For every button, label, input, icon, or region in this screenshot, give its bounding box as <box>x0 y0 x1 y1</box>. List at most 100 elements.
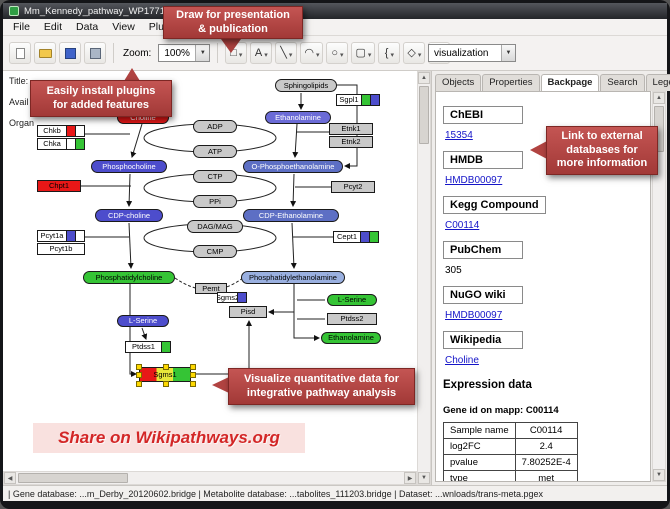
selection-handle[interactable] <box>190 372 196 378</box>
vscroll-thumb[interactable] <box>419 86 429 144</box>
menu-view[interactable]: View <box>112 21 135 33</box>
scroll-left-icon[interactable]: ◀ <box>4 472 16 484</box>
callout-link-text: Link to external databases for more info… <box>556 129 648 170</box>
selection-handle[interactable] <box>163 381 169 387</box>
label-tool-button[interactable]: A <box>250 42 273 64</box>
arc-tool-button[interactable]: ◠ <box>300 42 324 64</box>
node-chka[interactable]: Chka <box>37 138 85 150</box>
node-ctp[interactable]: CTP <box>193 170 237 183</box>
selection-handle[interactable] <box>136 381 142 387</box>
selection-handle[interactable] <box>190 364 196 370</box>
export-button[interactable] <box>84 42 106 64</box>
chevron-down-icon[interactable] <box>368 44 372 62</box>
node-pisd[interactable]: Pisd <box>229 306 267 318</box>
selection-handle[interactable] <box>136 364 142 370</box>
chevron-down-icon[interactable] <box>390 44 394 62</box>
backpage-value-wikipedia[interactable]: Choline <box>445 355 479 366</box>
new-file-button[interactable] <box>9 42 31 64</box>
node-l-serine-left[interactable]: L-Serine <box>117 315 169 327</box>
chevron-down-icon[interactable] <box>195 45 210 61</box>
node-pcyt1a[interactable]: Pcyt1a <box>37 230 85 242</box>
node-cept1[interactable]: Cept1 <box>333 231 379 243</box>
panel-vscrollbar[interactable]: ▲ ▼ <box>652 91 666 482</box>
node-phosphatidylethanolamine[interactable]: Phosphatidylethanolamine <box>241 271 345 284</box>
line-tool-button[interactable]: ╲ <box>275 42 298 64</box>
selection-handle[interactable] <box>163 364 169 370</box>
scroll-up-icon[interactable]: ▲ <box>653 92 665 104</box>
node-cdp-ethanolamine[interactable]: CDP-Ethanolamine <box>243 209 339 222</box>
node-atp[interactable]: ATP <box>193 145 237 158</box>
chevron-down-icon[interactable] <box>289 44 293 62</box>
node-adp[interactable]: ADP <box>193 120 237 133</box>
template-tool-button[interactable]: ◇ <box>403 42 426 64</box>
scroll-down-icon[interactable]: ▼ <box>418 472 430 484</box>
save-file-button[interactable] <box>59 42 81 64</box>
scroll-right-icon[interactable]: ▶ <box>404 472 416 484</box>
brace-tool-button[interactable]: { <box>378 42 401 64</box>
node-cmp[interactable]: CMP <box>193 245 237 258</box>
chevron-down-icon[interactable] <box>264 44 268 62</box>
canvas-vscrollbar[interactable]: ▲ ▼ <box>417 71 431 485</box>
node-label: Sgms1 <box>153 369 177 379</box>
node-dag-mag[interactable]: DAG/MAG <box>187 220 243 233</box>
node-ethanolamine-bottom[interactable]: Ethanolamine <box>321 332 381 344</box>
node-cdp-choline[interactable]: CDP-choline <box>95 209 163 222</box>
node-sphingolipids[interactable]: Sphingolipids <box>275 79 337 92</box>
backpage-value-hmdb[interactable]: HMDB00097 <box>445 175 503 186</box>
tab-legend[interactable]: Legend <box>645 74 670 91</box>
chevron-down-icon[interactable] <box>418 44 422 62</box>
node-ptdss2[interactable]: Ptdss2 <box>327 313 377 325</box>
template-tool-icon: ◇ <box>407 46 416 59</box>
rect-tool-button[interactable]: ▢ <box>351 42 376 64</box>
hscroll-thumb[interactable] <box>18 473 128 483</box>
node-pcyt1b[interactable]: Pcyt1b <box>37 243 85 255</box>
selection-handle[interactable] <box>136 372 142 378</box>
node-sgpl1[interactable]: Sgpl1 <box>336 94 380 106</box>
canvas-side-label: Title: <box>9 76 29 86</box>
node-ethanolamine-top[interactable]: Ethanolamine <box>265 111 331 124</box>
chevron-down-icon[interactable] <box>316 44 320 62</box>
visualization-select[interactable]: visualization <box>428 44 516 62</box>
menu-edit[interactable]: Edit <box>43 21 63 33</box>
callout-visualize-text: Visualize quantitative data for integrat… <box>243 372 400 399</box>
open-file-button[interactable] <box>34 42 56 64</box>
node-label: Sgms2 <box>218 293 237 302</box>
node-chkb[interactable]: Chkb <box>37 125 85 137</box>
node-pcyt2[interactable]: Pcyt2 <box>331 181 375 193</box>
node-chpt1[interactable]: Chpt1 <box>37 180 81 192</box>
tab-properties[interactable]: Properties <box>482 74 540 91</box>
node-l-serine-right[interactable]: L-Serine <box>327 294 377 306</box>
node-phosphatidylcholine[interactable]: Phosphatidylcholine <box>83 271 175 284</box>
canvas-hscrollbar[interactable]: ◀ ▶ <box>3 471 417 485</box>
chevron-down-icon[interactable] <box>340 44 344 62</box>
scroll-down-icon[interactable]: ▼ <box>653 469 665 481</box>
backpage-value-chebi[interactable]: 15354 <box>445 130 473 141</box>
node-sgms2[interactable]: Sgms2 <box>217 292 247 303</box>
tab-objects[interactable]: Objects <box>435 74 482 91</box>
scroll-up-icon[interactable]: ▲ <box>418 72 430 84</box>
backpage-value-kegg-compound[interactable]: C00114 <box>445 220 480 231</box>
oval-tool-button[interactable]: ○ <box>326 42 349 64</box>
backpage-header-nugo-wiki: NuGO wiki <box>443 286 523 304</box>
node-ptdss1[interactable]: Ptdss1 <box>125 341 171 353</box>
brace-tool-icon: { <box>384 46 389 59</box>
zoom-select[interactable]: 100% <box>158 44 211 62</box>
tab-backpage[interactable]: Backpage <box>540 74 600 91</box>
expression-data-title: Expression data <box>443 379 532 391</box>
node-etnk1[interactable]: Etnk1 <box>329 123 373 135</box>
tab-search[interactable]: Search <box>600 74 645 91</box>
chevron-down-icon[interactable] <box>501 45 515 61</box>
node-ppi[interactable]: PPi <box>193 195 237 208</box>
node-sgms1[interactable]: Sgms1 <box>136 364 196 387</box>
node-o-phosphoethanolamine[interactable]: O-Phosphoethanolamine <box>243 160 343 173</box>
selection-handle[interactable] <box>190 381 196 387</box>
node-pemt[interactable]: Pemt <box>195 283 227 294</box>
backpage-value-nugo-wiki[interactable]: HMDB00097 <box>445 310 503 321</box>
node-etnk2[interactable]: Etnk2 <box>329 136 373 148</box>
node-phosphocholine[interactable]: Phosphocholine <box>91 160 167 173</box>
menu-data[interactable]: Data <box>76 21 99 33</box>
menu-file[interactable]: File <box>13 21 30 33</box>
